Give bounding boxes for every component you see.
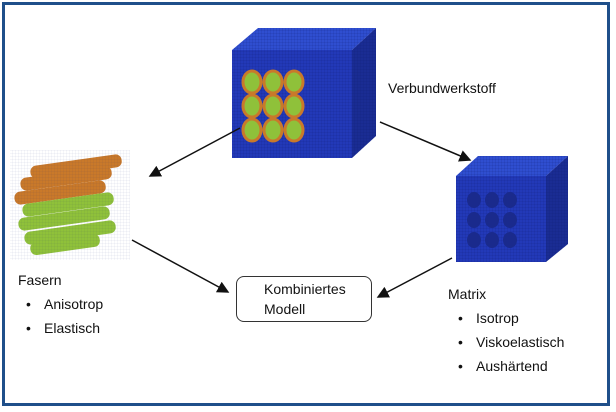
fibers-prop-elastisch: Elastisch	[26, 320, 100, 336]
composite-label: Verbundwerkstoff	[388, 80, 496, 96]
matrix-label: Matrix	[448, 286, 487, 302]
composite-fiber-ends	[241, 69, 305, 143]
matrix-prop-viskoelastisch: Viskoelastisch	[458, 334, 565, 350]
arrow-composite-to-matrix	[379, 121, 472, 162]
matrix-prop-isotrop: Isotrop	[458, 310, 519, 326]
arrow-fibers-to-combined	[131, 239, 230, 293]
matrix-cavities	[467, 192, 517, 248]
matrix-prop-aushaertend: Aushärtend	[458, 358, 548, 374]
arrow-matrix-to-combined	[376, 257, 453, 298]
composite-cube-graphic	[232, 28, 376, 158]
fiber-bundle-graphic	[10, 150, 130, 260]
fibers-prop-anisotrop: Anisotrop	[26, 296, 103, 312]
combined-model-box	[236, 276, 372, 322]
matrix-cube-graphic	[456, 156, 568, 262]
arrow-composite-to-fibers	[148, 127, 241, 177]
fibers-label: Fasern	[18, 272, 62, 288]
combined-label-line2: Modell	[264, 301, 306, 317]
combined-label-line1: Kombiniertes	[264, 281, 346, 297]
